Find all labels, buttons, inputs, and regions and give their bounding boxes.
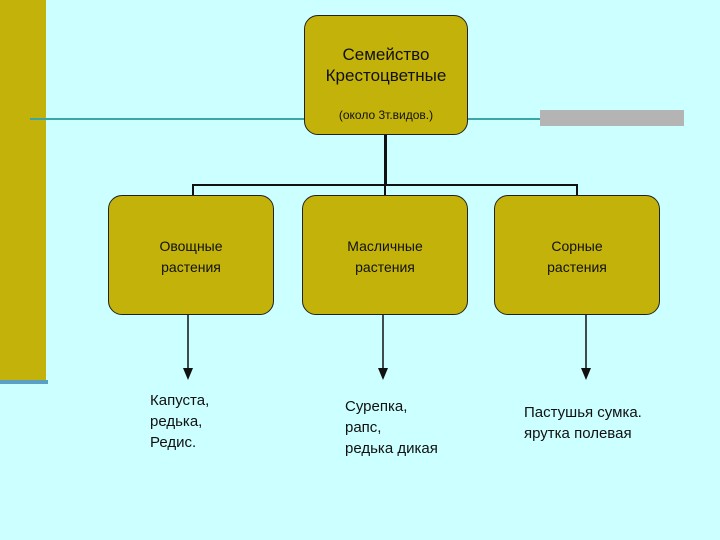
example-item: редька дикая	[345, 440, 438, 457]
root-node-family: Семейство Крестоцветные (около 3т.видов.…	[304, 15, 468, 135]
category-label-line1: Овощные	[159, 238, 223, 254]
example-item: ярутка полевая	[524, 425, 632, 442]
branch-drop-left	[192, 184, 194, 195]
category-node-weed: Сорные растения	[494, 195, 660, 315]
examples-vegetable: Капуста, редька, Редис.	[150, 390, 209, 453]
category-label-line1: Сорные	[551, 238, 603, 254]
examples-oilseed: Сурепка, рапс, редька дикая	[345, 396, 438, 459]
category-label-line2: растения	[547, 259, 607, 275]
example-item: Редис.	[150, 434, 197, 451]
gray-accent-block	[540, 110, 684, 126]
category-node-oilseed: Масличные растения	[302, 195, 468, 315]
arrow-oilseed	[378, 315, 388, 380]
root-title: Семейство Крестоцветные	[305, 44, 467, 86]
left-bar-underline	[0, 380, 48, 384]
root-note: (около 3т.видов.)	[338, 108, 434, 122]
arrow-weed	[581, 315, 591, 380]
category-label-line2: растения	[355, 259, 415, 275]
branch-drop-right	[576, 184, 578, 195]
example-item: Пастушья сумка.	[524, 404, 642, 421]
examples-weed: Пастушья сумка. ярутка полевая	[524, 402, 642, 444]
arrow-vegetable	[183, 315, 193, 380]
root-title-line1: Семейство	[342, 45, 430, 64]
category-label-line2: растения	[161, 259, 221, 275]
example-item: Капуста,	[150, 392, 210, 409]
category-node-vegetable: Овощные растения	[108, 195, 274, 315]
example-item: редька,	[150, 413, 203, 430]
root-title-line2: Крестоцветные	[325, 66, 447, 85]
root-stem-connector	[384, 135, 387, 185]
branch-drop-middle	[384, 184, 386, 195]
example-item: Сурепка,	[345, 398, 408, 415]
category-label-line1: Масличные	[347, 238, 423, 254]
left-decorative-bar	[0, 0, 46, 380]
example-item: рапс,	[345, 419, 382, 436]
